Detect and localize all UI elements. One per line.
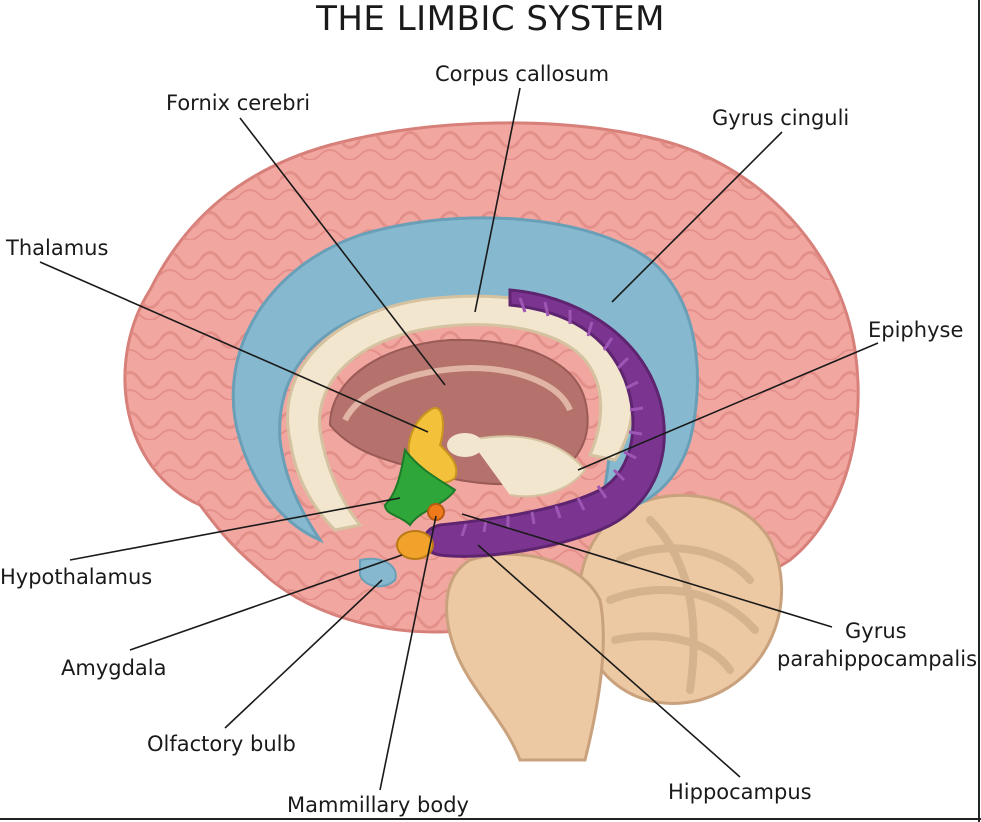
amygdala xyxy=(396,530,434,560)
brainstem xyxy=(445,552,605,762)
leader-lines xyxy=(39,87,879,791)
label-thalamus: Thalamus xyxy=(6,236,109,260)
label-gyrus-cinguli: Gyrus cinguli xyxy=(712,106,850,130)
frame-right-edge xyxy=(978,0,980,822)
mammillary-body xyxy=(427,503,445,521)
frame-bottom-edge xyxy=(0,818,981,820)
corpus-callosum xyxy=(286,294,635,532)
hypothalamus xyxy=(383,447,457,527)
label-gyrus-parahippocampalis-line2: parahippocampalis xyxy=(777,647,978,671)
thalamus xyxy=(407,407,458,485)
label-epiphyse: Epiphyse xyxy=(868,318,964,342)
label-fornix-cerebri: Fornix cerebri xyxy=(166,91,311,115)
label-amygdala: Amygdala xyxy=(61,656,167,680)
label-mammillary-body: Mammillary body xyxy=(287,793,469,817)
label-hippocampus: Hippocampus xyxy=(668,780,812,804)
label-corpus-callosum: Corpus callosum xyxy=(435,62,610,86)
olfactory-bulb xyxy=(359,557,397,588)
diagram-title: THE LIMBIC SYSTEM xyxy=(316,0,665,39)
label-gyrus-parahippocampalis-line1: Gyrus xyxy=(845,619,907,643)
label-olfactory-bulb: Olfactory bulb xyxy=(147,732,296,756)
label-hypothalamus: Hypothalamus xyxy=(0,565,153,589)
